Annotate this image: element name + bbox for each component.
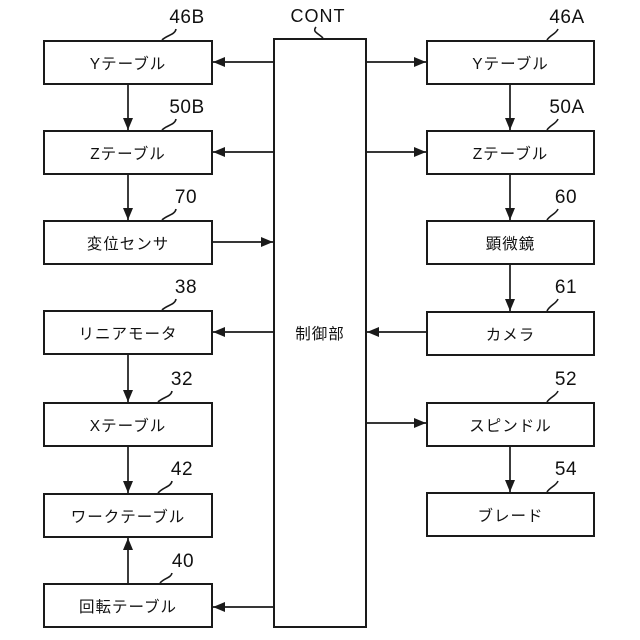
- box-x-table: Xテーブル: [43, 402, 213, 447]
- ref-40: 40: [171, 551, 195, 572]
- ref-38: 38: [174, 277, 198, 298]
- ref-50b: 50B: [169, 97, 205, 118]
- z-table-b-label: Zテーブル: [90, 145, 166, 163]
- box-z-table-a: Zテーブル: [426, 130, 595, 175]
- microscope-label: 顕微鏡: [485, 235, 536, 253]
- box-control-unit: 制御部: [273, 38, 367, 628]
- y-table-b-label: Yテーブル: [89, 55, 167, 73]
- camera-label: カメラ: [485, 326, 536, 344]
- ref-32: 32: [170, 369, 194, 390]
- box-spindle: スピンドル: [426, 402, 595, 447]
- spindle-label: スピンドル: [469, 417, 552, 435]
- control-unit-label: 制御部: [295, 326, 345, 343]
- box-z-table-b: Zテーブル: [43, 130, 213, 175]
- ref-leader-lines: [157, 26, 559, 584]
- box-y-table-a: Yテーブル: [426, 40, 595, 85]
- work-table-label: ワークテーブル: [70, 508, 186, 526]
- box-rotary-table: 回転テーブル: [43, 583, 213, 628]
- ref-46b: 46B: [169, 7, 205, 28]
- ref-46a: 46A: [549, 7, 585, 28]
- ref-42: 42: [170, 459, 194, 480]
- blade-label: ブレード: [477, 507, 544, 525]
- z-table-a-label: Zテーブル: [472, 145, 549, 163]
- box-displacement-sensor: 変位センサ: [43, 220, 213, 265]
- ref-61: 61: [554, 277, 578, 298]
- linear-motor-label: リニアモータ: [78, 325, 178, 343]
- ref-70: 70: [174, 187, 198, 208]
- ref-50a: 50A: [549, 97, 585, 118]
- ref-52: 52: [554, 369, 578, 390]
- box-linear-motor: リニアモータ: [43, 310, 213, 355]
- ref-cont: CONT: [290, 6, 346, 26]
- displacement-sensor-label: 変位センサ: [86, 235, 170, 253]
- box-blade: ブレード: [426, 492, 595, 537]
- x-table-label: Xテーブル: [89, 417, 167, 435]
- box-camera: カメラ: [426, 311, 595, 356]
- y-table-a-label: Yテーブル: [472, 55, 549, 73]
- ref-54: 54: [554, 459, 578, 480]
- box-work-table: ワークテーブル: [43, 493, 213, 538]
- box-microscope: 顕微鏡: [426, 220, 595, 265]
- rotary-table-label: 回転テーブル: [78, 598, 178, 616]
- ref-60: 60: [554, 187, 578, 208]
- box-y-table-b: Yテーブル: [43, 40, 213, 85]
